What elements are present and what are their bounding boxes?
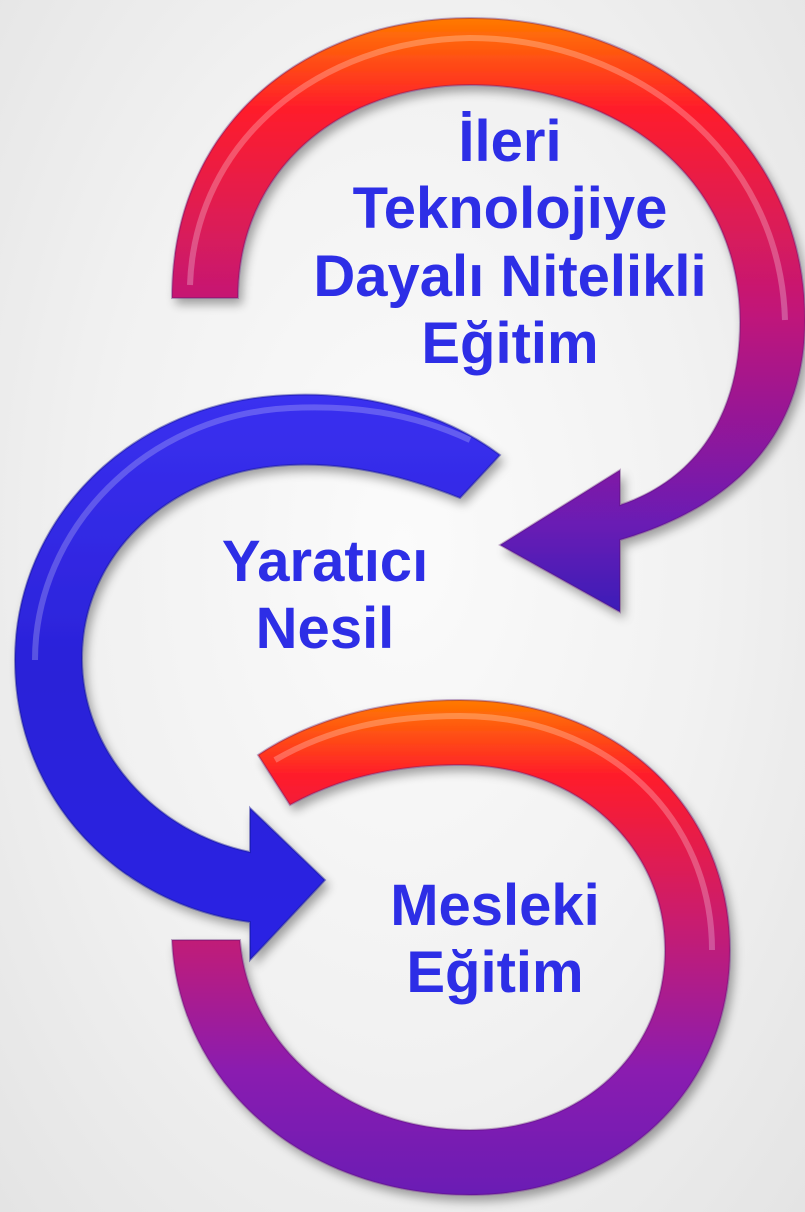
node-label-vocational-education: Mesleki Eğitim xyxy=(340,872,650,1007)
top-arrow-body xyxy=(170,16,805,614)
node-label-creative-generation: Yaratıcı Nesil xyxy=(175,528,475,663)
node-label-line: Mesleki xyxy=(390,873,600,938)
node-label-advanced-tech-education: İleri Teknolojiye Dayalı Nitelikli Eğiti… xyxy=(290,108,730,377)
node-label-line: Yaratıcı xyxy=(221,529,429,594)
mid-cycle-arrow xyxy=(13,393,502,963)
mid-arrow-highlight xyxy=(32,404,472,661)
mid-arrow-body xyxy=(13,393,502,963)
top-cycle-arrow xyxy=(170,16,805,614)
node-label-line: Eğitim xyxy=(406,940,584,1006)
node-label-line: Eğitim xyxy=(421,310,599,376)
bottom-cycle-arrow xyxy=(170,698,732,1197)
bottom-arrow-body xyxy=(170,698,732,1197)
bottom-arrow-highlight xyxy=(273,712,715,951)
top-arrow-highlight xyxy=(187,34,788,321)
node-label-line: İleri xyxy=(458,109,562,174)
node-label-line: Dayalı Nitelikli xyxy=(313,243,707,309)
node-label-line: Nesil xyxy=(255,596,395,662)
node-label-line: Teknolojiye xyxy=(352,176,668,242)
